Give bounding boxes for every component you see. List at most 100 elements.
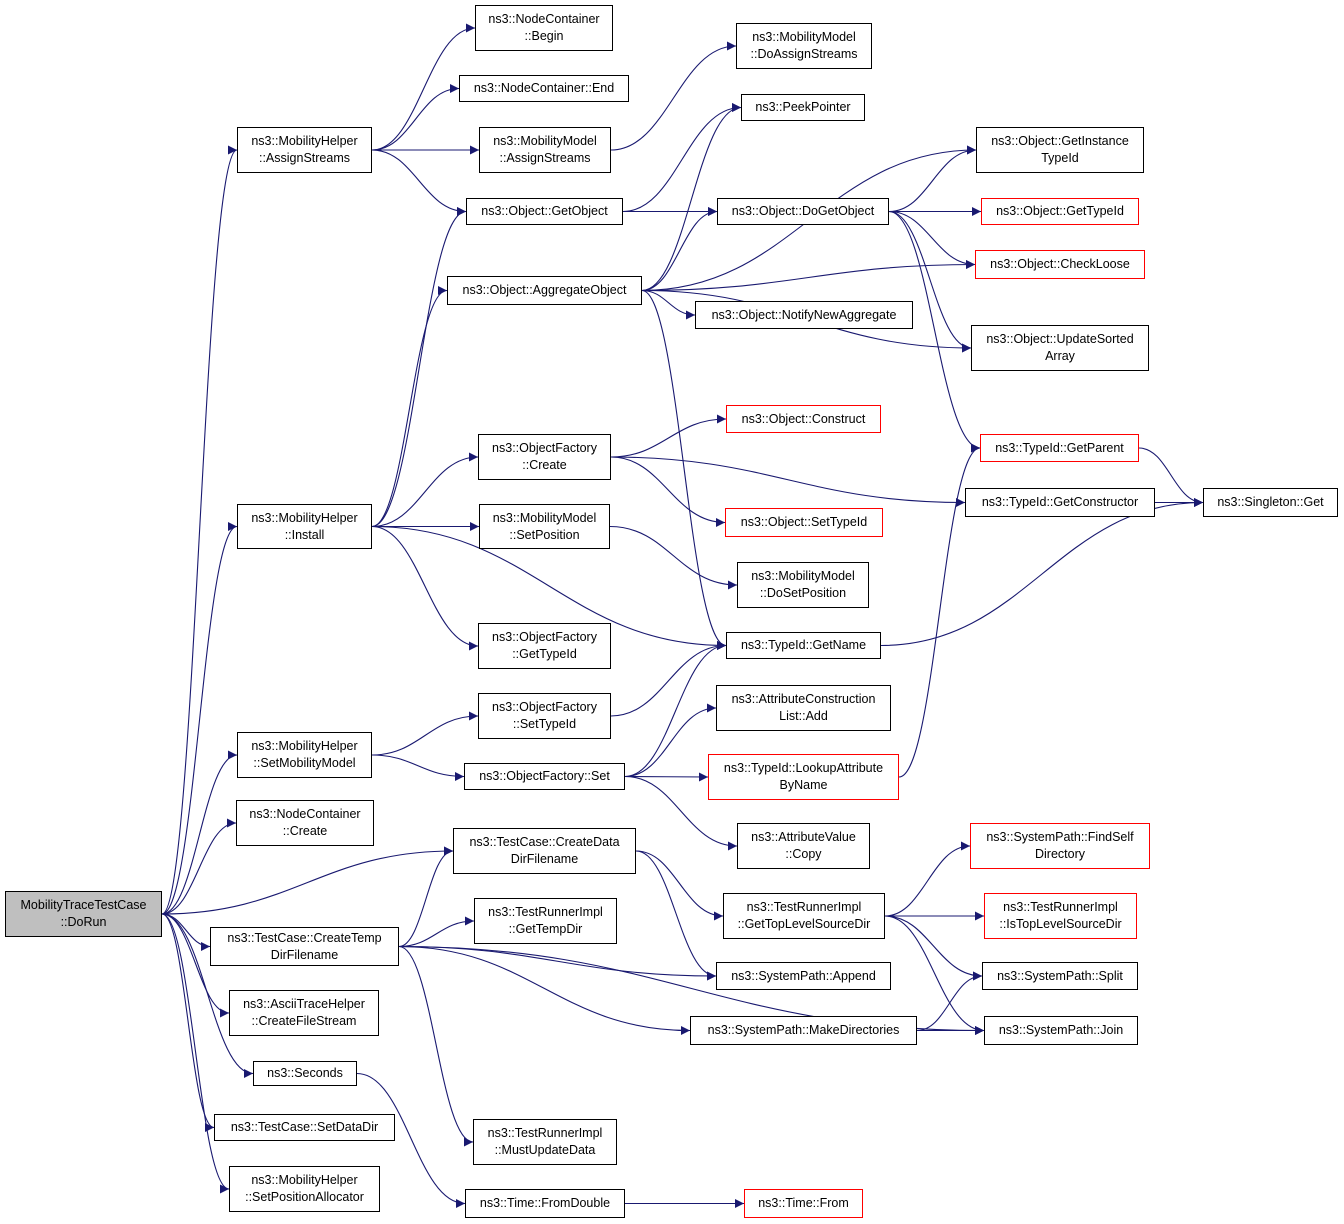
edge-obj_aggregateobject-to-obj_notifynewaggregate (641, 289, 696, 320)
node-tri-istoplevelsourcedir[interactable]: ns3::TestRunnerImpl ::IsTopLevelSourceDi… (984, 893, 1137, 939)
edge-tc_createtempdirfilename-to-tc_createdatadirfilename (398, 846, 454, 948)
edge-obj_dogetobject-to-tid_getparent (888, 210, 981, 453)
node-obj-getinstancetypeid[interactable]: ns3::Object::GetInstance TypeId (976, 127, 1144, 173)
node-sp-makedirectories[interactable]: ns3::SystemPath::MakeDirectories (690, 1016, 917, 1045)
node-av-copy[interactable]: ns3::AttributeValue ::Copy (737, 823, 870, 869)
node-nc-end[interactable]: ns3::NodeContainer::End (459, 75, 629, 102)
edge-dorun-to-nc_create (161, 818, 237, 915)
node-nc-create[interactable]: ns3::NodeContainer ::Create (236, 800, 374, 846)
edge-dorun-to-ascii_createfilestream (161, 913, 230, 1018)
node-obj-notifynewaggregate[interactable]: ns3::Object::NotifyNewAggregate (695, 301, 913, 329)
node-seconds[interactable]: ns3::Seconds (253, 1061, 357, 1086)
node-tid-getconstructor[interactable]: ns3::TypeId::GetConstructor (965, 488, 1155, 517)
node-sp-split[interactable]: ns3::SystemPath::Split (982, 962, 1138, 990)
node-nc-begin[interactable]: ns3::NodeContainer ::Begin (475, 5, 613, 51)
edge-dorun-to-mh_setpositionallocator (161, 913, 230, 1194)
edge-mh_install-to-obj_getobject (371, 207, 467, 528)
node-of-settypeid[interactable]: ns3::ObjectFactory ::SetTypeId (478, 693, 611, 739)
edge-of_create-to-tid_getconstructor (610, 456, 966, 507)
edge-mh_install-to-tid_getname (371, 525, 727, 650)
edge-of_set-to-tid_lookupattributebyname (624, 772, 709, 782)
node-tri-mustupdatedata[interactable]: ns3::TestRunnerImpl ::MustUpdateData (473, 1119, 617, 1165)
edge-dorun-to-mh_assignstreams (161, 145, 238, 915)
edge-mh_install-to-of_create (371, 452, 479, 528)
node-tri-gettempdir[interactable]: ns3::TestRunnerImpl ::GetTempDir (474, 898, 617, 944)
node-obj-settypeid[interactable]: ns3::Object::SetTypeId (725, 508, 883, 537)
node-obj-gettypeid[interactable]: ns3::Object::GetTypeId (981, 198, 1139, 225)
node-obj-construct[interactable]: ns3::Object::Construct (726, 405, 881, 433)
node-mh-setpositionallocator[interactable]: ns3::MobilityHelper ::SetPositionAllocat… (229, 1166, 380, 1212)
edge-obj_aggregateobject-to-obj_dogetobject (641, 207, 718, 292)
edge-tri_gettoplevelsourcedir-to-sp_join (884, 915, 985, 1035)
node-mh-setmobilitymodel[interactable]: ns3::MobilityHelper ::SetMobilityModel (237, 732, 372, 778)
edge-of_create-to-obj_settypeid (610, 456, 726, 527)
node-dorun[interactable]: MobilityTraceTestCase ::DoRun (5, 891, 162, 937)
node-mm-setposition[interactable]: ns3::MobilityModel ::SetPosition (479, 504, 610, 549)
edge-tid_lookupattributebyname-to-tid_getparent (898, 443, 981, 778)
edge-dorun-to-tc_createdatadirfilename (161, 846, 454, 915)
node-sp-findselfdirectory[interactable]: ns3::SystemPath::FindSelf Directory (970, 823, 1150, 869)
edge-dorun-to-mh_install (161, 522, 238, 915)
edge-obj_dogetobject-to-obj_getinstancetypeid (888, 145, 977, 213)
edge-obj_dogetobject-to-obj_updatesortedarray (888, 210, 972, 353)
node-singleton-get[interactable]: ns3::Singleton::Get (1203, 488, 1338, 517)
edge-of_set-to-tid_getname (624, 641, 727, 778)
node-obj-checkloose[interactable]: ns3::Object::CheckLoose (975, 250, 1145, 279)
node-tid-getparent[interactable]: ns3::TypeId::GetParent (980, 434, 1139, 462)
node-mh-install[interactable]: ns3::MobilityHelper ::Install (237, 504, 372, 549)
edge-obj_getobject-to-peekpointer (622, 103, 742, 213)
edge-dorun-to-seconds (161, 913, 254, 1078)
node-sp-append[interactable]: ns3::SystemPath::Append (716, 962, 891, 990)
edge-mh_setmobilitymodel-to-of_set (371, 754, 465, 781)
node-tri-gettoplevelsourcedir[interactable]: ns3::TestRunnerImpl ::GetTopLevelSourceD… (723, 893, 885, 939)
node-obj-aggregateobject[interactable]: ns3::Object::AggregateObject (447, 276, 642, 305)
edge-tid_getname-to-singleton_get (880, 498, 1204, 647)
edge-tri_gettoplevelsourcedir-to-sp_split (884, 915, 983, 981)
node-of-create[interactable]: ns3::ObjectFactory ::Create (478, 434, 611, 480)
edge-seconds-to-time_fromdouble (356, 1072, 466, 1208)
node-tid-lookupattributebyname[interactable]: ns3::TypeId::LookupAttribute ByName (708, 754, 899, 800)
node-ascii-createfilestream[interactable]: ns3::AsciiTraceHelper ::CreateFileStream (229, 990, 379, 1036)
edge-mm_setposition-to-mm_dosetposition (609, 525, 738, 590)
node-obj-getobject[interactable]: ns3::Object::GetObject (466, 198, 623, 225)
edge-mh_install-to-obj_aggregateobject (371, 286, 448, 528)
edge-obj_aggregateobject-to-peekpointer (641, 103, 742, 292)
edge-dorun-to-tc_setdatadir (161, 913, 215, 1132)
node-tid-getname[interactable]: ns3::TypeId::GetName (726, 632, 881, 659)
edge-obj_aggregateobject-to-obj_checkloose (641, 260, 976, 292)
edge-sp_makedirectories-to-sp_split (916, 971, 983, 1032)
edge-of_settypeid-to-tid_getname (610, 641, 727, 717)
node-of-set[interactable]: ns3::ObjectFactory::Set (464, 763, 625, 790)
node-acl-add[interactable]: ns3::AttributeConstruction List::Add (716, 685, 891, 731)
node-of-gettypeid[interactable]: ns3::ObjectFactory ::GetTypeId (478, 623, 611, 669)
edge-tc_createtempdirfilename-to-tri_mustupdatedata (398, 945, 474, 1147)
edge-tc_createtempdirfilename-to-sp_makedirectories (398, 945, 691, 1035)
node-mm-doassignstreams[interactable]: ns3::MobilityModel ::DoAssignStreams (736, 23, 872, 69)
edge-mh_assignstreams-to-nc_end (371, 84, 460, 151)
edge-tri_gettoplevelsourcedir-to-sp_findselfdirectory (884, 841, 971, 917)
edge-mh_install-to-of_gettypeid (371, 525, 479, 651)
node-mm-dosetposition[interactable]: ns3::MobilityModel ::DoSetPosition (737, 562, 869, 608)
node-mm-assignstreams[interactable]: ns3::MobilityModel ::AssignStreams (479, 127, 611, 173)
node-sp-join[interactable]: ns3::SystemPath::Join (984, 1016, 1138, 1045)
edge-of_set-to-acl_add (624, 703, 717, 778)
node-time-fromdouble[interactable]: ns3::Time::FromDouble (465, 1189, 625, 1218)
edge-obj_aggregateobject-to-tid_getname (641, 289, 727, 650)
node-peekpointer[interactable]: ns3::PeekPointer (741, 94, 865, 121)
edge-mh_assignstreams-to-obj_getobject (371, 149, 467, 216)
node-tc-setdatadir[interactable]: ns3::TestCase::SetDataDir (214, 1114, 395, 1141)
node-tc-createtempdirfilename[interactable]: ns3::TestCase::CreateTemp DirFilename (210, 927, 399, 966)
node-obj-dogetobject[interactable]: ns3::Object::DoGetObject (717, 198, 889, 225)
node-obj-updatesortedarray[interactable]: ns3::Object::UpdateSorted Array (971, 325, 1149, 371)
node-mh-assignstreams[interactable]: ns3::MobilityHelper ::AssignStreams (237, 127, 372, 173)
edge-tc_createdatadirfilename-to-sp_append (635, 850, 717, 981)
node-time-from[interactable]: ns3::Time::From (744, 1189, 863, 1218)
edge-mm_assignstreams-to-mm_doassignstreams (610, 41, 737, 151)
edge-of_set-to-av_copy (624, 775, 738, 851)
edge-dorun-to-mh_setmobilitymodel (161, 750, 238, 915)
node-tc-createdatadirfilename[interactable]: ns3::TestCase::CreateData DirFilename (453, 828, 636, 874)
edge-tc_createdatadirfilename-to-tri_gettoplevelsourcedir (635, 850, 724, 921)
edge-mh_setmobilitymodel-to-of_settypeid (371, 711, 479, 756)
